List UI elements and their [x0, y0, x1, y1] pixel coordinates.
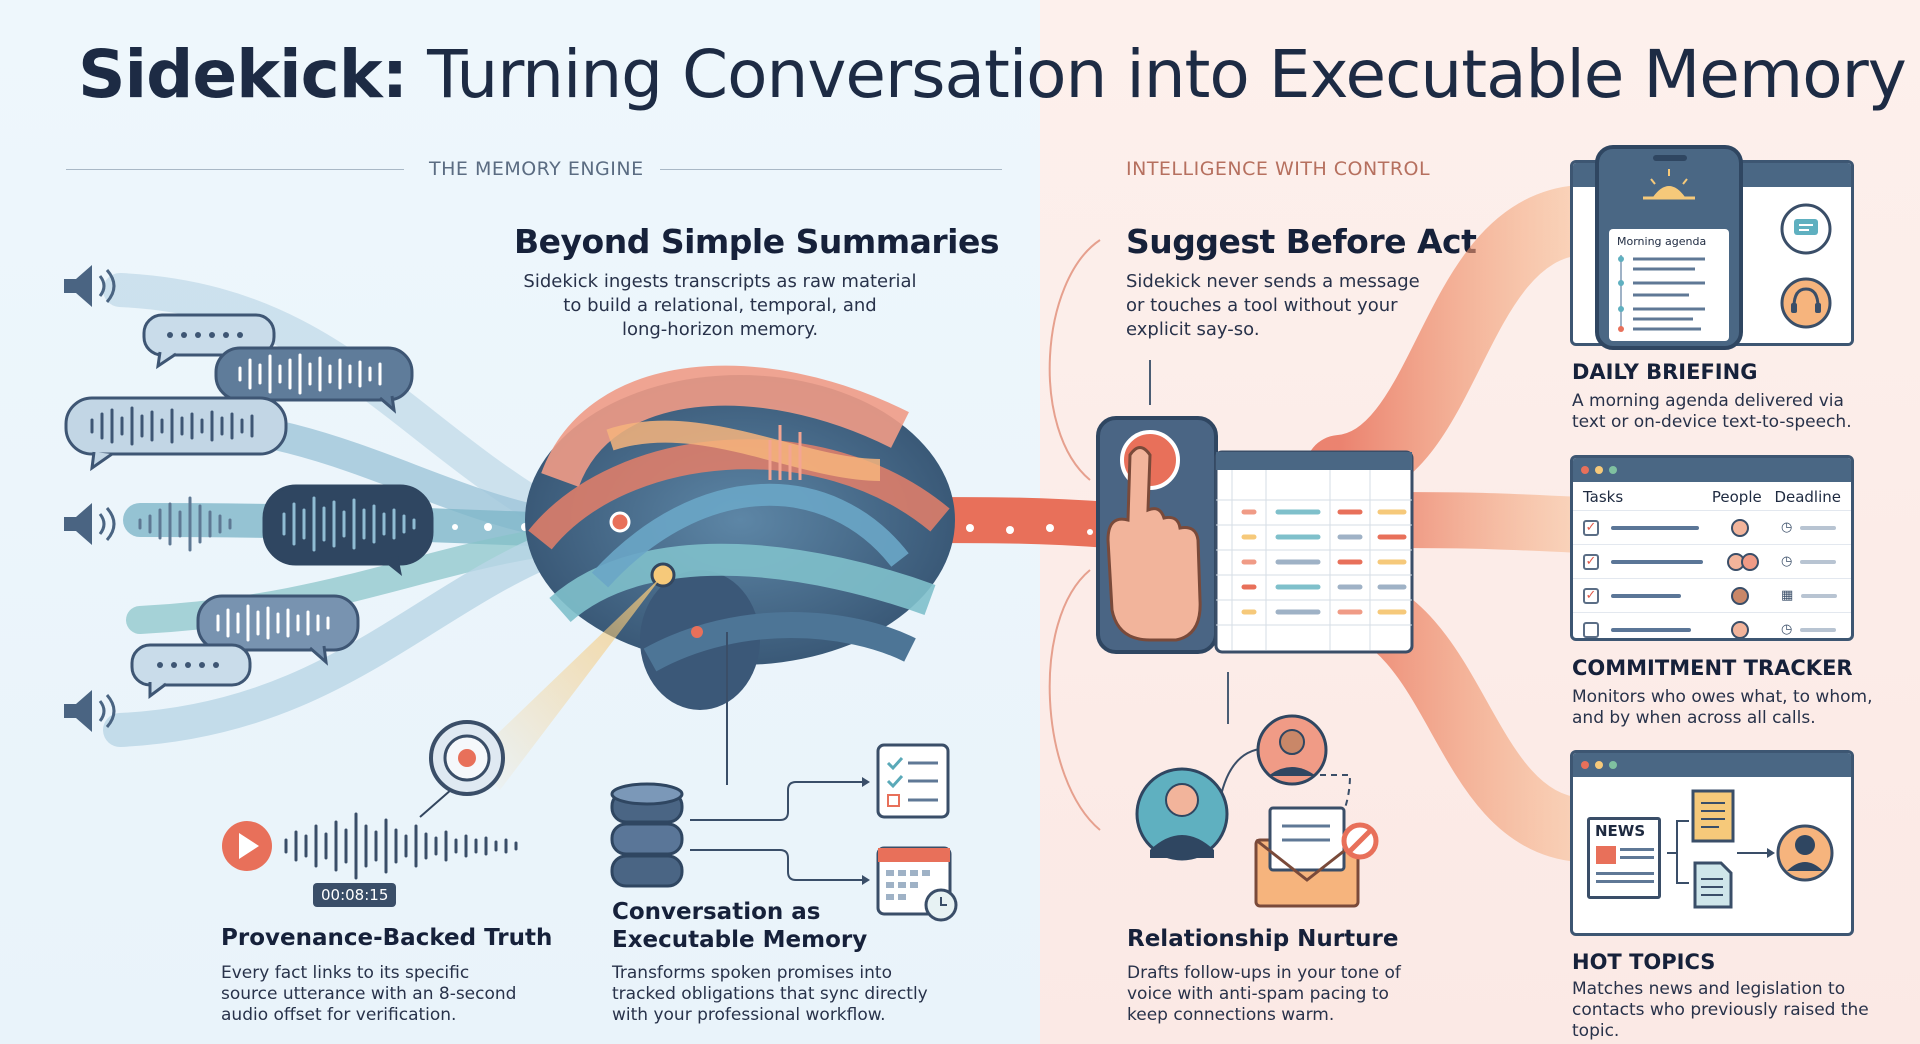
daily-briefing-art: [1769, 187, 1851, 343]
window-dot-red: [1581, 466, 1589, 474]
daily-briefing-description: A morning agenda delivered via text or o…: [1572, 391, 1852, 432]
phone-screen: Morning agenda: [1609, 229, 1729, 341]
commitment-tracker-card: Tasks People Deadline ✓ ◷ ✓ ◷ ✓ ▦ ◷: [1570, 455, 1854, 641]
hot-topics-title: HOT TOPICS: [1572, 950, 1716, 974]
phone-notch: [1653, 155, 1687, 161]
beyond-summaries-heading: Beyond Simple Summaries: [514, 222, 1000, 261]
provenance-beam: [470, 575, 663, 790]
news-line: [1596, 880, 1654, 883]
task-bar: [1611, 627, 1691, 632]
tracker-row: ✓ ◷: [1573, 510, 1851, 544]
executable-memory-description: Transforms spoken promises into tracked …: [612, 963, 928, 1025]
task-bar: [1611, 525, 1699, 530]
tracker-row: ✓ ◷: [1573, 544, 1851, 578]
relationship-network-illustration: [1135, 714, 1379, 908]
task-bar: [1611, 559, 1703, 564]
deadline-bar: [1800, 627, 1837, 632]
person-avatar-icon: [1741, 552, 1759, 571]
provenance-description: Every fact links to its specific source …: [221, 963, 517, 1025]
person-avatar-icon: [1731, 518, 1749, 537]
window-dot-yellow: [1595, 761, 1603, 769]
page-title: Sidekick: Turning Conversation into Exec…: [78, 36, 1907, 113]
deadline-bar: [1800, 559, 1837, 564]
left-rule-1: [66, 169, 404, 170]
action-stream-dots: [966, 524, 1093, 535]
tasks-column-header: Tasks: [1583, 488, 1624, 506]
brain-illustration: [525, 365, 955, 710]
hot-topics-card-bar: [1573, 753, 1851, 777]
news-line: [1596, 872, 1654, 875]
provenance-dial-icon: [429, 720, 505, 796]
person-avatar-icon: [1731, 620, 1749, 638]
waveform-free: [138, 496, 232, 552]
waveform-bubble-2: [90, 406, 254, 446]
relationship-nurture-title: Relationship Nurture: [1127, 926, 1399, 952]
agenda-timeline: [1618, 255, 1705, 332]
checked-checkbox-icon: ✓: [1583, 587, 1599, 604]
newspaper-icon: NEWS: [1587, 817, 1661, 899]
calendar-small-icon: ▦: [1781, 588, 1794, 603]
play-button-icon: [222, 821, 272, 871]
memory-engine-label: THE MEMORY ENGINE: [429, 158, 644, 180]
waveform-bubble-3: [282, 496, 416, 552]
hot-topics-description: Matches news and legislation to contacts…: [1572, 979, 1869, 1041]
task-bar: [1611, 593, 1681, 598]
news-line: [1620, 848, 1654, 851]
commitment-tracker-description: Monitors who owes what, to whom, and by …: [1572, 687, 1873, 728]
window-dot-red: [1581, 761, 1589, 769]
tracker-row: ✓ ▦: [1573, 578, 1851, 612]
database-icon: [610, 782, 684, 888]
commitment-tracker-title: COMMITMENT TRACKER: [1572, 656, 1853, 680]
clock-icon: ◷: [1781, 554, 1793, 569]
relationship-nurture-description: Drafts follow-ups in your tone of voice …: [1127, 963, 1401, 1025]
deadline-column-header: Deadline: [1774, 488, 1841, 506]
executable-memory-title: Conversation as Executable Memory: [612, 899, 868, 953]
clock-icon: ◷: [1781, 622, 1793, 637]
window-dot-green: [1609, 761, 1617, 769]
beyond-summaries-description: Sidekick ingests transcripts as raw mate…: [523, 271, 917, 340]
morning-agenda-label: Morning agenda: [1617, 235, 1707, 248]
deadline-bar: [1800, 525, 1837, 530]
tracker-row: ◷: [1573, 612, 1851, 638]
commitment-tracker-card-bar: [1573, 458, 1851, 482]
tracker-header: Tasks People Deadline: [1573, 482, 1851, 510]
news-label: NEWS: [1595, 822, 1646, 840]
calendar-icon: [876, 846, 958, 922]
checked-checkbox-icon: ✓: [1583, 519, 1599, 536]
news-line: [1620, 856, 1654, 859]
deadline-bar: [1801, 593, 1838, 598]
empty-checkbox-icon: [1583, 621, 1599, 638]
window-dot-yellow: [1595, 466, 1603, 474]
provenance-title: Provenance-Backed Truth: [221, 925, 553, 951]
intelligence-control-label: INTELLIGENCE WITH CONTROL: [1126, 158, 1431, 180]
people-column-header: People: [1711, 488, 1762, 506]
database-connectors: [690, 632, 862, 881]
speaker-icons: [64, 265, 116, 732]
connector-lines-right: [1048, 239, 1101, 831]
hot-topics-art: [1667, 789, 1834, 909]
checklist-icon: [876, 743, 950, 819]
phone-illustration: Morning agenda: [1595, 145, 1743, 350]
audio-timestamp: 00:08:15: [313, 883, 397, 907]
sunrise-icon: [1643, 169, 1695, 200]
news-photo: [1596, 846, 1616, 864]
suggest-before-act-description: Sidekick never sends a message or touche…: [1126, 271, 1420, 340]
daily-briefing-title: DAILY BRIEFING: [1572, 360, 1758, 384]
window-dot-green: [1609, 466, 1617, 474]
approval-hand-illustration: [1096, 416, 1414, 654]
suggest-before-act-heading: Suggest Before Act: [1126, 222, 1477, 261]
hot-topics-card: NEWS: [1570, 750, 1854, 936]
clock-icon: ◷: [1781, 520, 1793, 535]
waveform-bubble-4: [216, 604, 330, 642]
checked-checkbox-icon: ✓: [1583, 553, 1599, 570]
waveform-bubble-1: [238, 353, 382, 395]
left-rule-2: [660, 169, 1002, 170]
provenance-waveform: [284, 812, 518, 880]
person-avatar-icon: [1731, 586, 1749, 605]
